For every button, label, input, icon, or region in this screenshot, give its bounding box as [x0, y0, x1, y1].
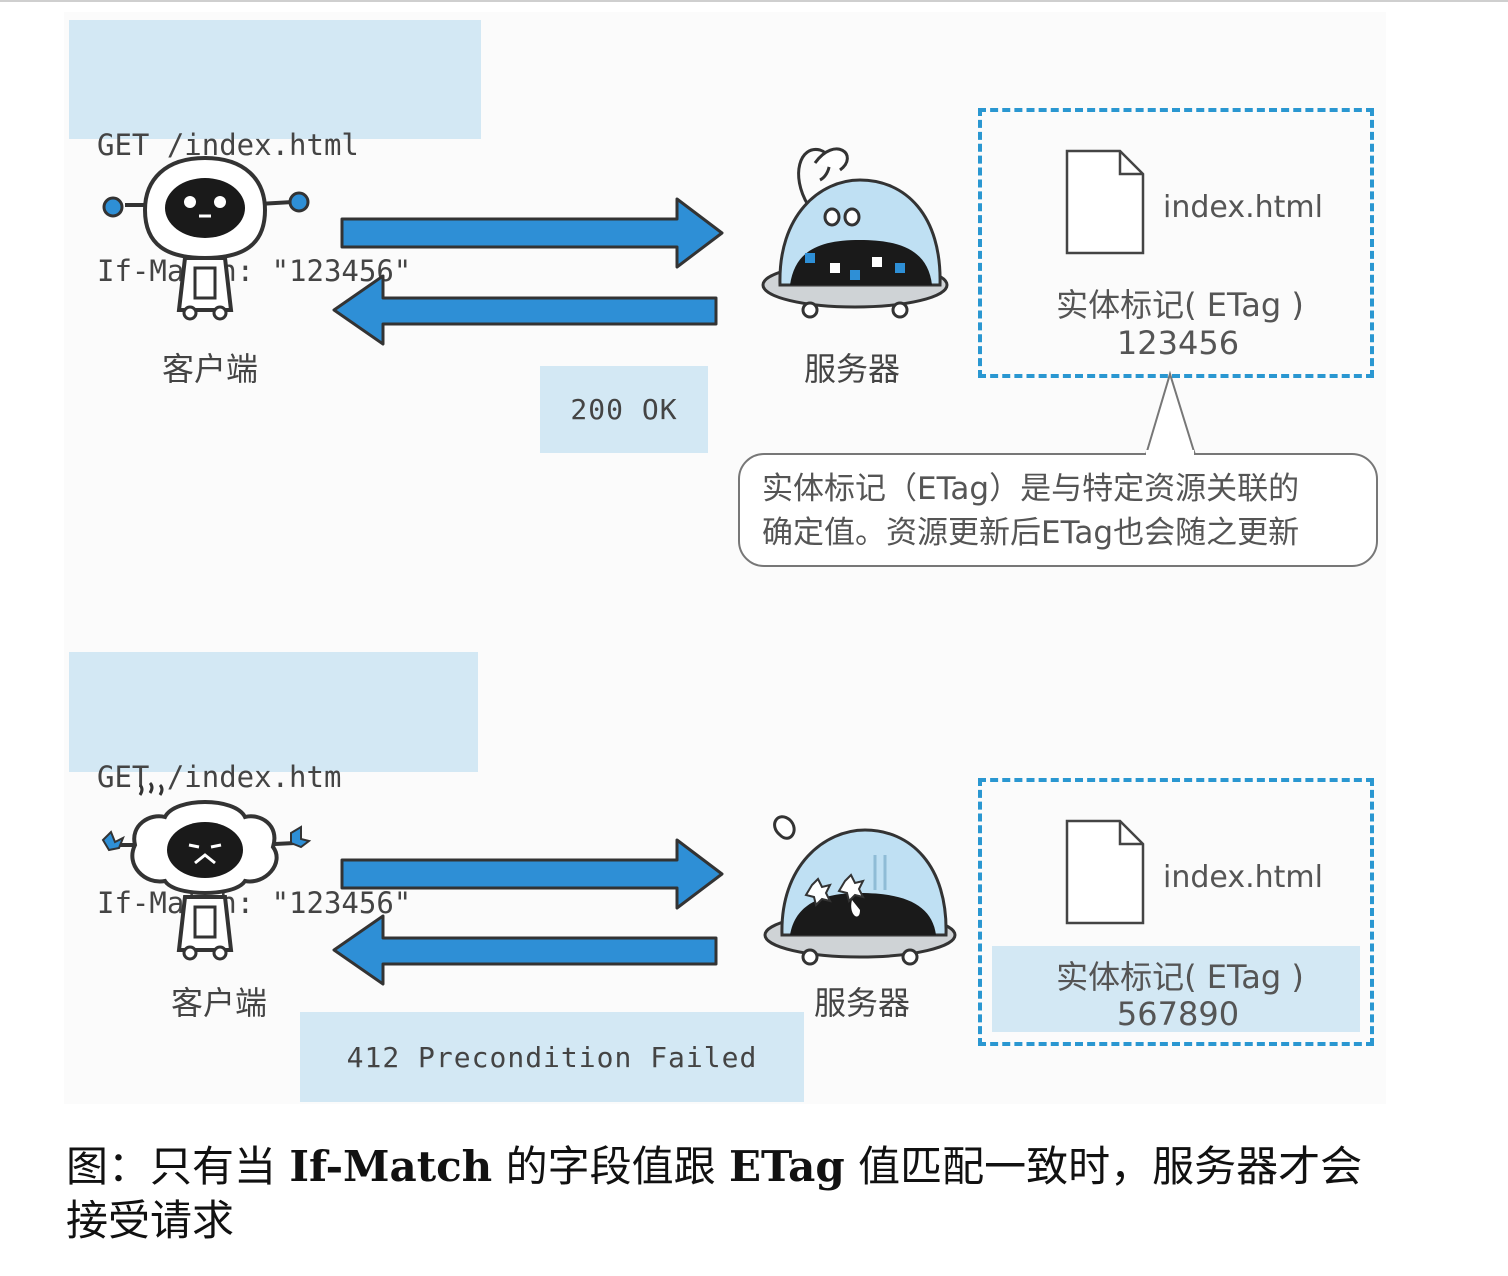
caption-bold-ifmatch: If-Match — [289, 1142, 493, 1191]
etag-label-1: 实体标记( ETag ) — [1056, 286, 1304, 324]
response-arrow-left-2 — [332, 914, 718, 986]
client-robot-icon — [102, 155, 310, 321]
request-line-2: If-Match: "123456" — [97, 254, 412, 288]
server-robot-confused-icon — [763, 815, 957, 966]
file-icon — [1065, 819, 1145, 925]
caption-part-2: 的字段值跟 — [492, 1142, 729, 1191]
caption-bold-etag: ETag — [728, 1142, 845, 1191]
caption-part-1: 图：只有当 — [66, 1142, 290, 1191]
etag-note-bubble: 实体标记（ETag）是与特定资源关联的 确定值。资源更新后ETag也会随之更新 — [738, 453, 1378, 567]
top-rule — [0, 0, 1508, 2]
resource-box-1 — [978, 108, 1374, 378]
note-pointer-join — [1146, 450, 1194, 456]
note-pointer — [1144, 370, 1197, 459]
resource-box-2 — [978, 778, 1374, 1046]
etag-value-2: 567890 — [1116, 995, 1240, 1033]
etag-value-1: 123456 — [1116, 324, 1240, 362]
file-name-1: index.html — [1163, 190, 1323, 225]
request-arrow-right-1 — [340, 197, 724, 269]
client-label-2: 客户端 — [171, 984, 268, 1022]
client-label-1: 客户端 — [162, 350, 259, 388]
note-line-1: 实体标记（ETag）是与特定资源关联的 — [762, 471, 1300, 507]
etag-label-2: 实体标记( ETag ) — [1056, 958, 1304, 996]
server-label-1: 服务器 — [804, 350, 901, 388]
file-icon — [1065, 149, 1145, 255]
server-robot-icon — [761, 147, 949, 319]
server-label-2: 服务器 — [814, 984, 911, 1022]
client-robot-upset-icon — [101, 781, 312, 961]
response-status-2: 412 Precondition Failed — [300, 1012, 804, 1102]
request-line-1: GET /index.htm — [97, 760, 342, 794]
file-name-2: index.html — [1163, 860, 1323, 895]
response-status-1: 200 OK — [540, 366, 708, 453]
etag-highlight-2 — [992, 946, 1360, 1032]
figure-caption: 图：只有当 If-Match 的字段值跟 ETag 值匹配一致时，服务器才会接受… — [66, 1140, 1396, 1248]
request-block-1: GET /index.html If-Match: "123456" — [69, 20, 481, 288]
response-arrow-left-1 — [332, 274, 718, 346]
request-block-2: GET /index.htm If-Match: "123456" — [69, 652, 478, 920]
caption-part-3: 值匹配一致时，服务器才会接受请求 — [66, 1142, 1363, 1245]
request-arrow-right-2 — [340, 838, 724, 910]
note-line-2: 确定值。资源更新后ETag也会随之更新 — [762, 515, 1300, 551]
